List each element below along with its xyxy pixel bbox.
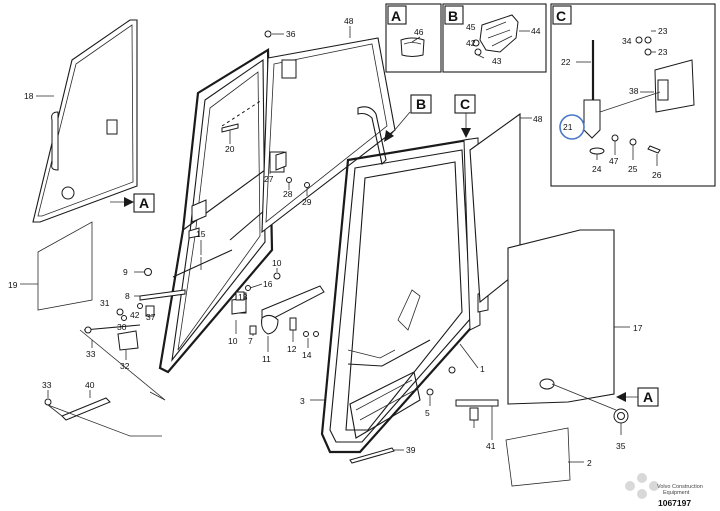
handle-18: [51, 111, 59, 171]
plate-32: [117, 330, 139, 351]
part-number-label: 20: [225, 144, 235, 154]
part-number-label: 33: [42, 380, 52, 390]
part-number-label: B: [416, 96, 426, 112]
right-glass-17: 17: [507, 229, 643, 405]
part-number-label: A: [643, 389, 653, 405]
callout-a-left: A: [110, 193, 155, 213]
part-number-label: 34: [622, 36, 632, 46]
part-number-label: 48: [344, 16, 354, 26]
part-number-label: 12: [287, 344, 297, 354]
watermark-logo-icon: [625, 473, 659, 499]
panel-2: 2: [505, 427, 592, 487]
part-number-label: 23: [658, 26, 668, 36]
part-number-label: 38: [629, 86, 639, 96]
bracket-c: [583, 99, 601, 139]
part-number-label: 26: [652, 170, 662, 180]
cab-frame-left: 15: [158, 48, 274, 374]
part-number-label: 25: [628, 164, 638, 174]
part-number-label: 27: [264, 174, 274, 184]
part-number-label: 5: [425, 408, 430, 418]
part-number-label: 1: [480, 364, 485, 374]
part-number-label: 14: [302, 350, 312, 360]
part-number-label: 8: [125, 291, 130, 301]
part-number-label: 23: [658, 47, 668, 57]
part-number-label: 40: [85, 380, 95, 390]
detail-box-b: B 45 42 44 43: [442, 3, 547, 73]
callout-b-label: B: [448, 8, 458, 24]
part-number-label: 37: [146, 312, 156, 322]
callout-b-arrow: B: [384, 94, 432, 142]
part-number-label: 32: [120, 361, 130, 371]
part-number-label: 36: [286, 29, 296, 39]
part-number-label: 9: [123, 267, 128, 277]
part-number-label: 45: [466, 22, 476, 32]
detail-box-a: A 46: [385, 3, 442, 73]
part-number-label: 24: [592, 164, 602, 174]
part-number-label: 2: [587, 458, 592, 468]
part-number-label: 10: [272, 258, 282, 268]
part-number-label: 48: [533, 114, 543, 124]
part-number-label: 3: [300, 396, 305, 406]
part-number-label: 19: [8, 280, 18, 290]
callout-c-label: C: [556, 8, 566, 24]
part-number-label: 47: [609, 156, 619, 166]
hardware-left: 9 8 31 42 30 37 33 32: [79, 267, 186, 401]
part-number-label: 33: [86, 349, 96, 359]
callout-a-label: A: [391, 8, 401, 24]
part-number-label: 11: [262, 354, 271, 364]
part-number-label: 44: [531, 26, 541, 36]
part-number-label: A: [139, 195, 149, 211]
part-number-label: C: [460, 96, 470, 112]
callout-c-arrow: C: [454, 94, 476, 138]
part-number-label: 28: [283, 189, 293, 199]
part-number-label: 39: [406, 445, 416, 455]
part-number-label: 17: [633, 323, 643, 333]
part-number-label: 29: [302, 197, 312, 207]
part-number-label: 21: [563, 122, 573, 132]
hardware-bottom-left: 33 40: [42, 380, 162, 437]
part-number-label: 42: [466, 38, 476, 48]
part-number-label: 42: [130, 310, 140, 320]
hinge-lower: 5 41: [425, 366, 499, 451]
part-46-pad: [400, 37, 425, 57]
footer-block: Volvo Construction Equipment 1067197: [625, 473, 703, 508]
highlight-circle-21: [559, 114, 585, 140]
side-window-18: 18: [24, 19, 138, 223]
hinge-bracket-b: [479, 14, 519, 53]
part-number-label: 22: [561, 57, 571, 67]
detail-box-c: C 22 21 38 23 23 34 24 47 25: [550, 3, 716, 187]
part-number-label: 18: [24, 91, 34, 101]
document-number: 1067197: [658, 498, 691, 508]
hardware-center: 10 10 16 13 7 11 12 14: [228, 258, 325, 364]
watermark-line2: Equipment: [663, 490, 690, 496]
part-number-label: 10: [228, 336, 238, 346]
seal-39: 39: [349, 445, 416, 464]
watermark-line1: Volvo Construction: [657, 484, 703, 490]
panel-19: 19: [8, 221, 93, 311]
callout-a-right: A 35: [551, 383, 659, 451]
rear-window-48: 48: [261, 16, 396, 234]
part-number-label: 13: [238, 292, 248, 302]
upper-fasteners: 36 20 27 28 29: [221, 29, 312, 207]
part-number-label: 15: [196, 229, 206, 239]
part-number-label: 31: [100, 298, 110, 308]
part-number-label: 16: [263, 279, 273, 289]
part-number-label: 35: [616, 441, 626, 451]
part-number-label: 7: [248, 336, 253, 346]
part-number-label: 41: [486, 441, 496, 451]
part-number-label: 46: [414, 27, 424, 37]
part-number-label: 43: [492, 56, 502, 66]
